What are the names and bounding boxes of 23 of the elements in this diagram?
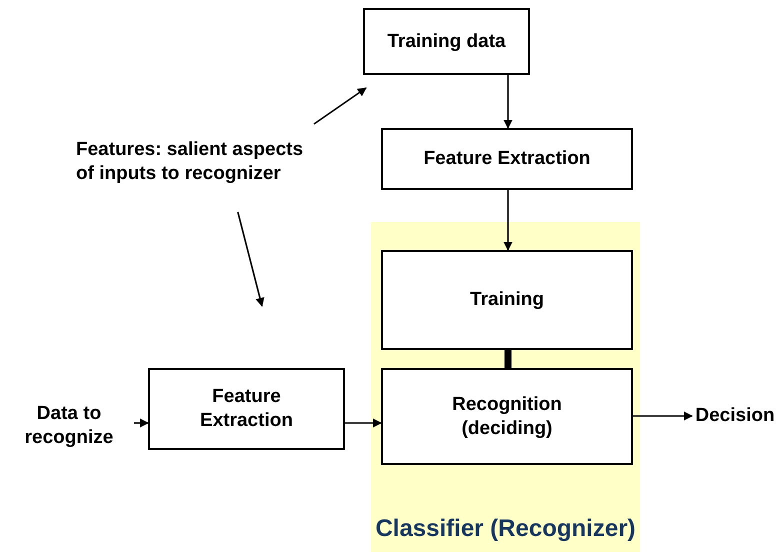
- process-box: [363, 8, 530, 75]
- classifier-panel: [371, 222, 640, 552]
- process-box: [381, 250, 633, 350]
- box-label: Training data: [387, 30, 506, 54]
- box-label: Training: [470, 288, 544, 312]
- box-label: Recognition (deciding): [451, 392, 563, 440]
- note-text: Features: salient aspects of inputs to recognizer: [76, 138, 304, 186]
- box-label: Feature Extraction: [199, 385, 294, 433]
- arrow: [504, 190, 512, 251]
- arrow: [504, 75, 512, 129]
- panel-title: Classifier (Recognizer): [375, 514, 636, 544]
- process-box: [148, 368, 345, 450]
- arrow: [345, 418, 382, 428]
- box-label: Feature Extraction: [424, 147, 590, 171]
- arrow: [134, 418, 149, 428]
- connector-bar: [504, 350, 512, 368]
- arrow: [314, 87, 367, 125]
- input-label: Data to recognize: [24, 402, 114, 450]
- arrow: [633, 412, 693, 420]
- arrow: [237, 212, 264, 307]
- process-box: [381, 368, 633, 465]
- output-label: Decision: [695, 404, 775, 428]
- process-box: [381, 128, 633, 190]
